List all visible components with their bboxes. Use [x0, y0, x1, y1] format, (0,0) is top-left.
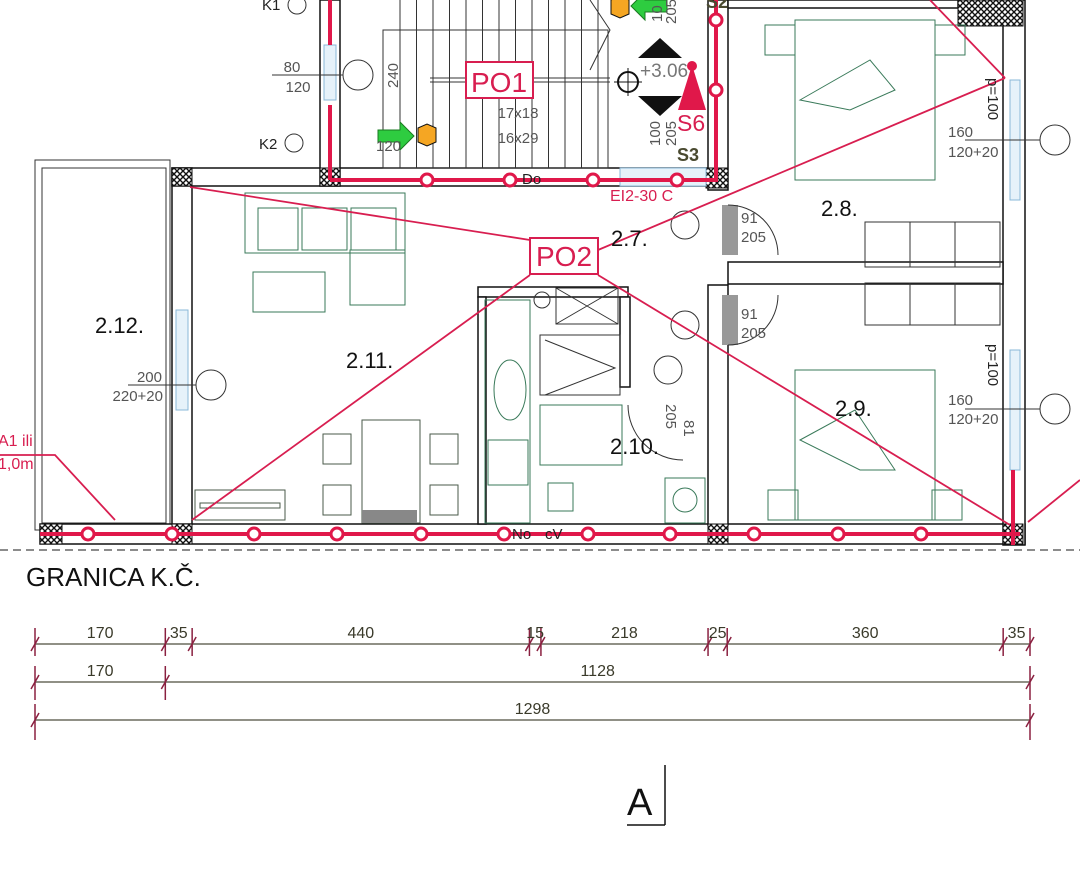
win-28-height: 120+20 [948, 144, 998, 161]
dimension-label: 170 [87, 663, 114, 680]
win-211-width: 200 [137, 369, 162, 386]
dimension-lines: 170 35 440 15 218 25 360 35 170 1128 1298 [30, 625, 1035, 740]
door-210-width: 81 [680, 420, 697, 437]
pipe-fitting [669, 172, 685, 188]
dimension-label: 35 [1008, 625, 1026, 642]
fire-pipes [40, 0, 1020, 545]
dimension-label: 1128 [580, 663, 615, 680]
fire-zone-lines [0, 0, 1080, 526]
pipe-fitting [164, 526, 180, 542]
pipe-fitting [746, 526, 762, 542]
dimension-label: 15 [526, 625, 544, 642]
label-k1: K1 [262, 0, 280, 14]
balcony-note-2: 1,0m [0, 456, 34, 473]
win-29-height: 120+20 [948, 411, 998, 428]
pipe-fitting [502, 172, 518, 188]
pipe-fitting [708, 12, 724, 28]
label-s2: S2 [706, 0, 728, 12]
win-211-height: 220+20 [113, 388, 163, 405]
door-28-height: 205 [741, 229, 766, 246]
dimension-label: 170 [87, 625, 114, 642]
dimension-label: 440 [347, 625, 374, 642]
room-2-10: 2.10. [610, 434, 659, 459]
wall-note-2: cV [545, 526, 563, 543]
room-2-12: 2.12. [95, 313, 144, 338]
dimension-label: 218 [611, 625, 638, 642]
balcony [34, 159, 171, 531]
label-po1: PO1 [471, 67, 527, 98]
label-s3: S3 [677, 145, 699, 165]
room-2-7: 2.7. [611, 226, 648, 251]
pipe-fitting [662, 526, 678, 542]
label-po2: PO2 [536, 241, 592, 272]
dimension-label: 360 [852, 625, 879, 642]
win-top-height: 120 [285, 79, 310, 96]
pipe-fitting [496, 526, 512, 542]
pipe-fitting [585, 172, 601, 188]
door-label: Do [522, 171, 541, 188]
pipe-fitting [580, 526, 596, 542]
balcony-note-1: A1 ili [0, 433, 33, 450]
parapet-29: p=100 [984, 344, 1001, 386]
win-top-width: 80 [284, 59, 301, 76]
level-mark: +3.06 [640, 61, 688, 82]
window-markers [128, 0, 1071, 425]
stair-height: 240 [385, 63, 402, 88]
pipe-fitting [913, 526, 929, 542]
stair-symbols [377, 0, 706, 152]
dimension-label: 35 [170, 625, 188, 642]
dimension-label: 1298 [515, 701, 551, 718]
door-s3-height: 205 [663, 121, 680, 146]
pipe-fitting [708, 82, 724, 98]
door-s3-width: 100 [647, 121, 664, 146]
label-k2: K2 [259, 136, 277, 153]
section-label: A [627, 782, 653, 824]
door-29-width: 91 [741, 306, 758, 323]
section-mark: A [627, 765, 666, 826]
door-28-width: 91 [741, 210, 758, 227]
win-29-width: 160 [948, 392, 973, 409]
pipe-fitting [830, 526, 846, 542]
furniture [194, 19, 1001, 524]
win-28-width: 160 [948, 124, 973, 141]
room-2-8: 2.8. [821, 196, 858, 221]
stair-dims-1: 17x18 [498, 105, 539, 122]
boundary-label: GRANICA K.Č. [26, 562, 201, 592]
room-2-9: 2.9. [835, 396, 872, 421]
pipe-fitting [329, 526, 345, 542]
label-s6: S6 [677, 110, 705, 136]
door-s2-height: 205 [663, 0, 680, 24]
pipe-fitting [419, 172, 435, 188]
stair-dims-2: 16x29 [498, 130, 539, 147]
pipe-fitting [80, 526, 96, 542]
pipe-fitting [413, 526, 429, 542]
door-s2-width: 10 [649, 5, 666, 22]
labels: K1 K2 80 120 240 PO1 17x18 16x29 +3.06 S… [0, 0, 1001, 592]
room-2-11: 2.11. [346, 348, 393, 373]
dimension-label: 25 [709, 625, 727, 642]
pipe-fitting [246, 526, 262, 542]
wall-note-1: No [512, 526, 531, 543]
parapet-28: p=100 [984, 78, 1001, 120]
door-210-height: 205 [662, 404, 679, 429]
stair-width: 120 [376, 138, 401, 155]
fire-door-label: EI2-30 C [610, 188, 673, 205]
door-29-height: 205 [741, 325, 766, 342]
